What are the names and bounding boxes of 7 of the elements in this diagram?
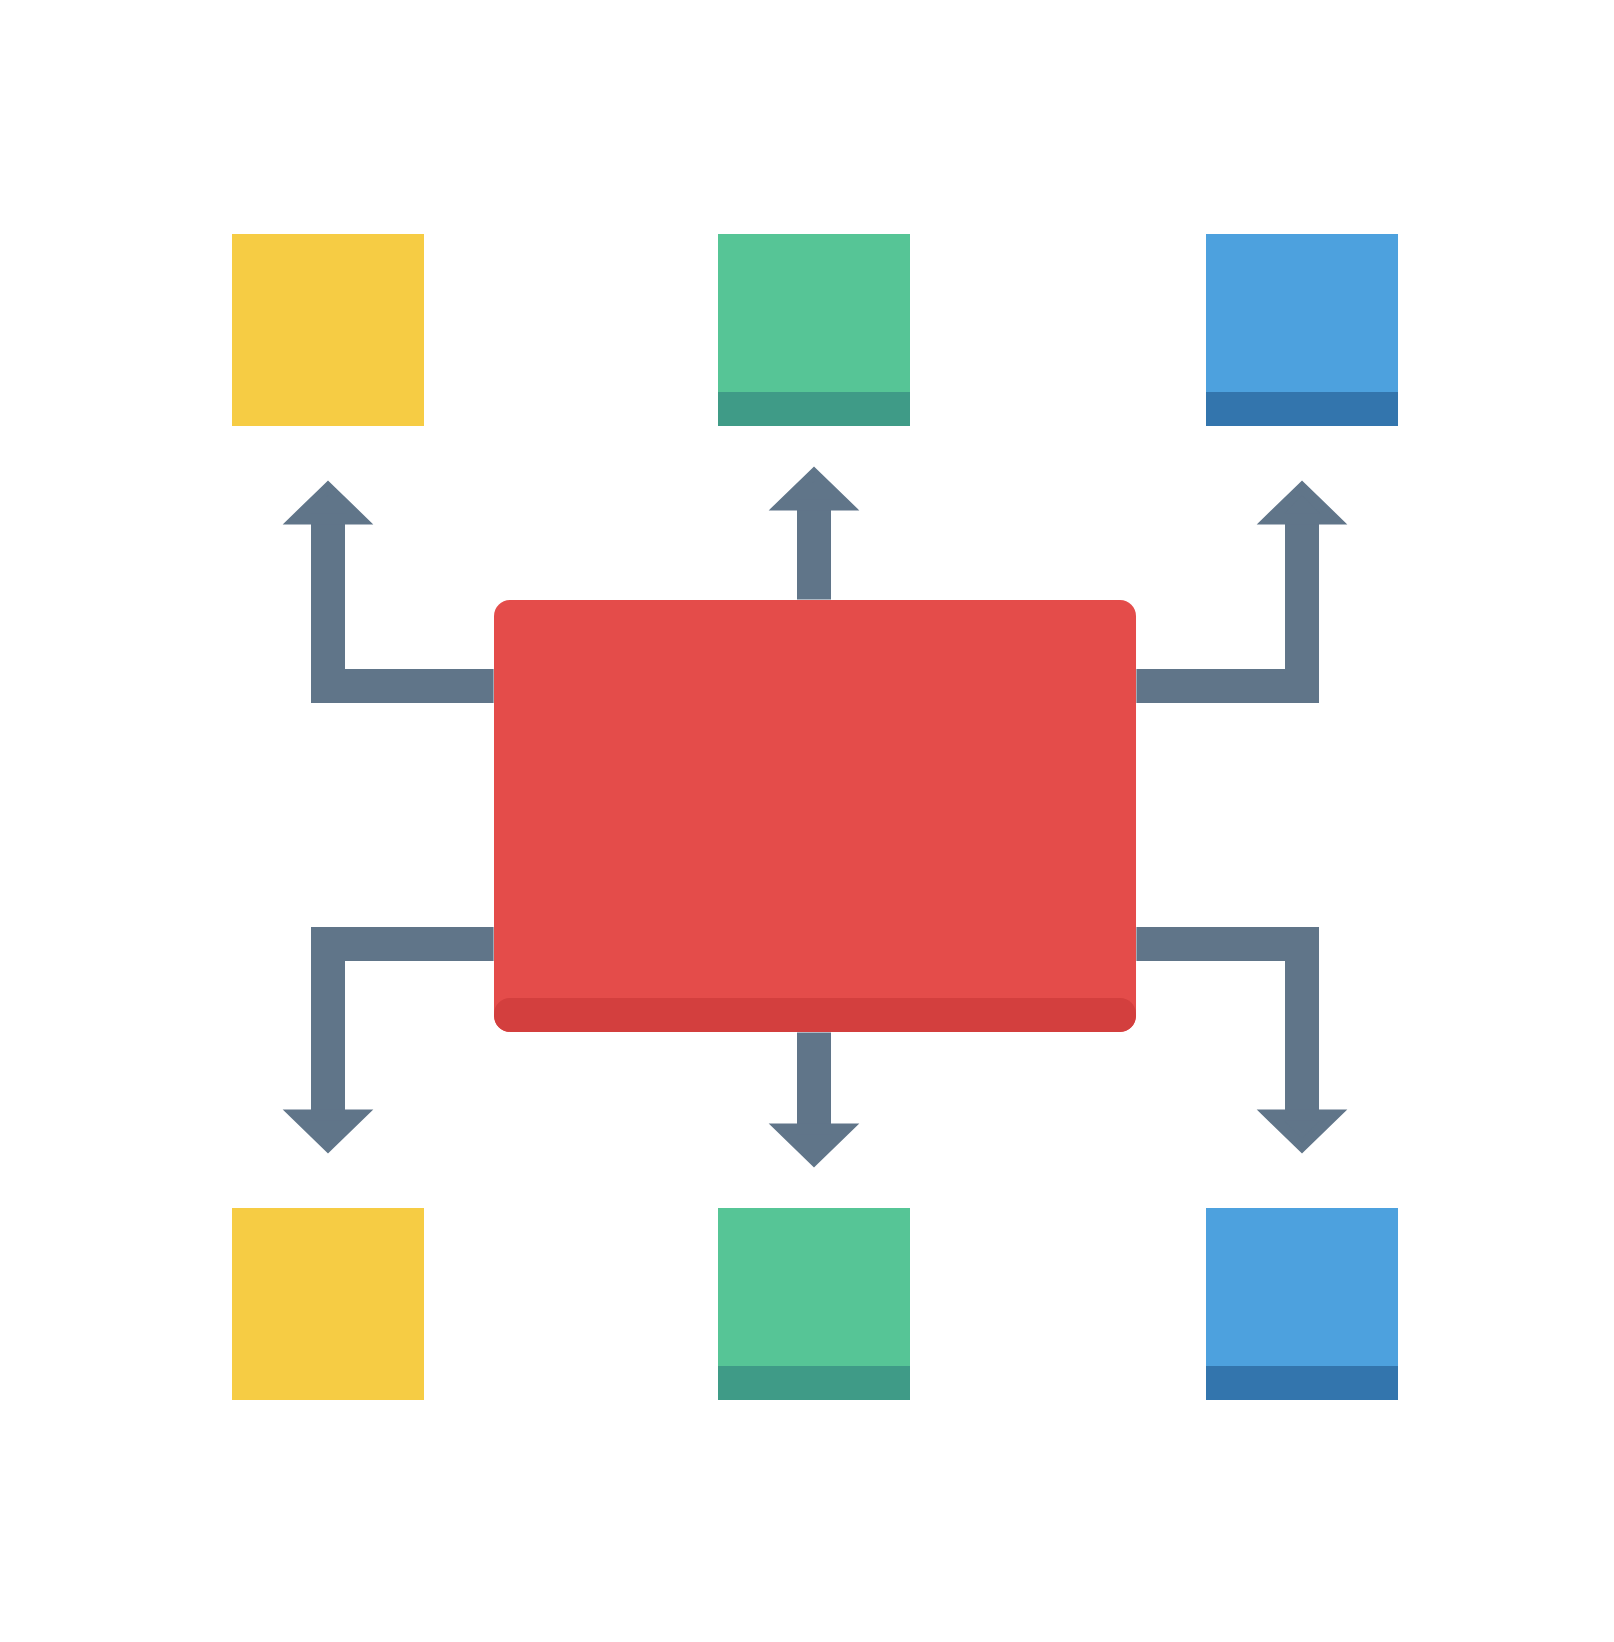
square-box (494, 600, 1136, 1032)
square-box (718, 1208, 910, 1400)
square-box (232, 234, 424, 426)
square-box (1206, 1208, 1398, 1400)
square-box (232, 1208, 424, 1400)
square-box (718, 234, 910, 426)
square-box (1206, 234, 1398, 426)
